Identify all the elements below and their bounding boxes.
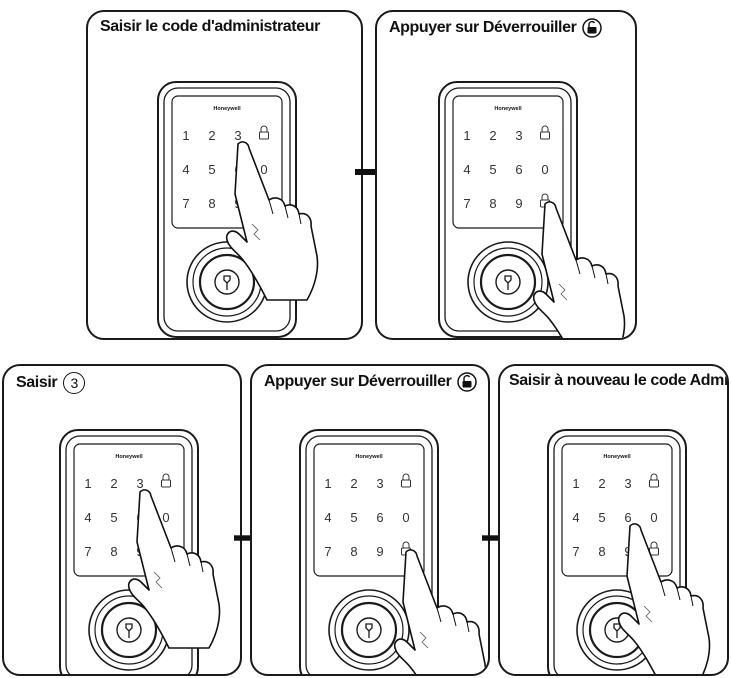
keypad-key-3: 3: [376, 476, 383, 491]
brand-logo: Honeywell: [115, 454, 143, 460]
keypad-key-2: 2: [350, 476, 357, 491]
step-title-4-text: Appuyer sur Déverrouiller: [264, 373, 452, 390]
keypad-key-4: 4: [572, 510, 579, 525]
step-panel-5: Saisir à nouveau le code Admin Honeywell…: [498, 364, 729, 676]
brand-logo: Honeywell: [603, 454, 631, 460]
pointing-hand-icon: [127, 489, 221, 649]
keypad-key-0: 0: [260, 162, 267, 177]
keypad-key-2: 2: [110, 476, 117, 491]
keypad-key-4: 4: [463, 162, 470, 177]
keypad-key-8: 8: [350, 544, 357, 559]
step-panel-2: Appuyer sur Déverrouiller Honeywell 1 2 3 4 5…: [375, 10, 637, 340]
keypad-key-7: 7: [84, 544, 91, 559]
keypad-panel: [452, 95, 564, 229]
lock-key-icon: [161, 473, 171, 488]
keypad-key-2: 2: [208, 128, 215, 143]
brand-logo: Honeywell: [355, 454, 383, 460]
unlock-icon: [457, 372, 478, 392]
keypad-key-6: 6: [515, 162, 522, 177]
step-title-4: Appuyer sur Déverrouiller: [264, 372, 478, 392]
lock-key-icon: [649, 473, 659, 488]
keypad-key-3: 3: [515, 128, 522, 143]
keypad-key-5: 5: [110, 510, 117, 525]
keypad-key-1: 1: [572, 476, 579, 491]
keyhole: [116, 617, 142, 643]
keypad-key-7: 7: [463, 196, 470, 211]
keypad-key-1: 1: [463, 128, 470, 143]
circled-number-3: 3: [63, 372, 86, 394]
keypad-key-9: 9: [376, 544, 383, 559]
brand-logo: Honeywell: [494, 106, 522, 112]
keypad-key-9: 9: [515, 196, 522, 211]
keypad-key-3: 3: [136, 476, 143, 491]
step-title-1-text: Saisir le code d'administrateur: [100, 18, 320, 35]
keypad-key-8: 8: [489, 196, 496, 211]
lock-key-icon: [540, 125, 550, 140]
keypad-key-4: 4: [324, 510, 331, 525]
keypad-key-4: 4: [182, 162, 189, 177]
keyhole: [214, 269, 240, 295]
keypad-key-5: 5: [598, 510, 605, 525]
keypad-key-5: 5: [489, 162, 496, 177]
deadbolt-illustration-2: Honeywell 1 2 3 4 5 6 0 7 8 9: [438, 81, 626, 338]
keypad-key-7: 7: [182, 196, 189, 211]
keypad-key-7: 7: [324, 544, 331, 559]
pointing-hand-icon: [393, 549, 487, 674]
step-panel-1: Saisir le code d'administrateur Honeywel…: [86, 10, 363, 340]
keypad-key-2: 2: [598, 476, 605, 491]
keyhole: [495, 269, 521, 295]
deadbolt-illustration-4: Honeywell 1 2 3 4 5 6 0 7 8 9: [299, 429, 487, 674]
lock-key-icon: [259, 125, 269, 140]
key-cylinder-rose: [467, 241, 549, 323]
key-cylinder-rose: [328, 589, 410, 671]
step-title-2: Appuyer sur Déverrouiller: [389, 18, 603, 38]
keypad-key-8: 8: [110, 544, 117, 559]
lock-key-icon: [401, 473, 411, 488]
step-title-5-text: Saisir à nouveau le code Admin: [509, 372, 729, 389]
step-title-3-text: Saisir: [16, 374, 58, 391]
keypad-key-7: 7: [572, 544, 579, 559]
keypad-key-0: 0: [402, 510, 409, 525]
keypad-key-1: 1: [84, 476, 91, 491]
step-title-5: Saisir à nouveau le code Admin: [509, 372, 729, 390]
pointing-hand-icon: [532, 201, 626, 338]
step-title-2-text: Appuyer sur Déverrouiller: [389, 19, 577, 36]
keypad-key-0: 0: [162, 510, 169, 525]
brand-logo: Honeywell: [213, 106, 241, 112]
keypad-key-5: 5: [208, 162, 215, 177]
keypad-key-8: 8: [598, 544, 605, 559]
keyhole: [356, 617, 382, 643]
step-panel-4: Appuyer sur Déverrouiller Honeywell 1 2 3 4 5…: [250, 364, 490, 676]
unlock-icon: [582, 18, 603, 38]
step-title-3: Saisir 3: [16, 372, 86, 394]
step-title-1: Saisir le code d'administrateur: [100, 18, 320, 36]
pointing-hand-icon: [617, 523, 711, 674]
keypad-key-2: 2: [489, 128, 496, 143]
keypad-key-1: 1: [324, 476, 331, 491]
keypad-key-0: 0: [541, 162, 548, 177]
keypad-key-3: 3: [624, 476, 631, 491]
keypad-key-0: 0: [650, 510, 657, 525]
keypad-key-8: 8: [208, 196, 215, 211]
keypad-panel: [313, 443, 425, 577]
keypad-key-1: 1: [182, 128, 189, 143]
pointing-hand-icon: [225, 141, 319, 301]
keypad-key-6: 6: [376, 510, 383, 525]
keypad-key-6: 6: [624, 510, 631, 525]
keypad-key-4: 4: [84, 510, 91, 525]
keypad-key-5: 5: [350, 510, 357, 525]
keypad-key-3: 3: [234, 128, 241, 143]
